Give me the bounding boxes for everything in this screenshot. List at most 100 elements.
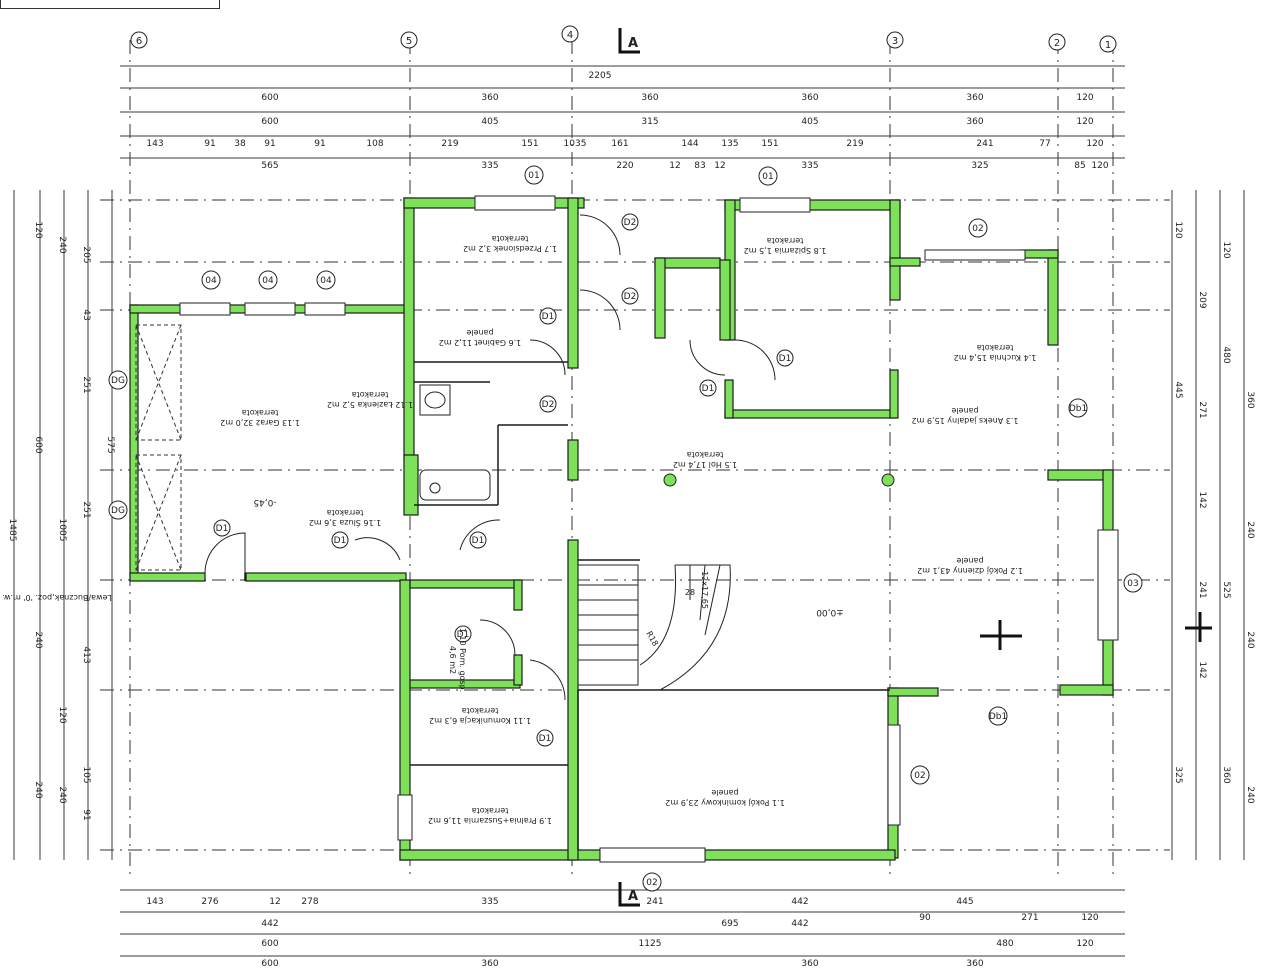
staircase: [577, 564, 731, 691]
svg-text:03: 03: [1127, 579, 1138, 589]
room-label-1.8: 1.8 Spiżarnia 1,5 m2 terrakota: [744, 236, 827, 255]
svg-text:442: 442: [791, 919, 808, 929]
svg-text:142: 142: [1197, 661, 1207, 678]
svg-text:1485: 1485: [7, 519, 17, 542]
svg-text:D2: D2: [624, 292, 637, 302]
tag-o2-bottom: 02: [642, 872, 662, 892]
svg-text:120: 120: [57, 706, 67, 723]
svg-text:1.4 Kuchnia 15,4 m2: 1.4 Kuchnia 15,4 m2: [954, 353, 1037, 362]
stair-spec: 12x17,65 28 R18: [644, 571, 709, 648]
svg-text:335: 335: [481, 897, 498, 907]
room-label-1.6: 1.6 Gabinet 11,2 m2 panele: [439, 328, 522, 347]
svg-text:12: 12: [269, 897, 280, 907]
svg-text:1.11 Komunikacja 6,3 m2: 1.11 Komunikacja 6,3 m2: [429, 716, 531, 725]
svg-text:600: 600: [261, 959, 278, 969]
svg-text:575: 575: [105, 436, 115, 453]
svg-text:219: 219: [846, 139, 863, 149]
svg-text:335: 335: [481, 161, 498, 171]
svg-text:02: 02: [646, 878, 657, 888]
svg-text:1.3 Aneks jadalny 15,9 m2: 1.3 Aneks jadalny 15,9 m2: [911, 416, 1018, 425]
svg-text:Db1: Db1: [989, 712, 1007, 722]
room-label-1.9: 1.9 Pralnia+Suszarnia 11,6 m2 terrakota: [428, 806, 552, 825]
svg-text:1: 1: [1105, 40, 1111, 51]
svg-text:278: 278: [301, 897, 318, 907]
svg-text:120: 120: [1086, 139, 1103, 149]
svg-text:241: 241: [646, 897, 663, 907]
svg-text:325: 325: [1173, 766, 1183, 783]
svg-text:240: 240: [1245, 521, 1255, 538]
tag-d1-spiz: D1: [699, 379, 717, 397]
section-label-bottom: A: [628, 889, 638, 904]
svg-text:695: 695: [721, 919, 738, 929]
svg-text:4,6 m2: 4,6 m2: [448, 646, 457, 674]
tag-d1-sluza: D1: [331, 531, 349, 549]
svg-text:panele: panele: [951, 406, 978, 415]
svg-text:D1: D1: [216, 524, 229, 534]
svg-text:terrakota: terrakota: [352, 390, 389, 399]
svg-text:02: 02: [914, 771, 925, 781]
garage-door-symbol: [135, 324, 182, 571]
room-label-1.1: 1.1 Pokój kominkowy 23,9 m2 panele: [665, 788, 784, 808]
svg-text:525: 525: [1221, 581, 1231, 598]
svg-text:251: 251: [81, 501, 91, 518]
svg-text:D1: D1: [779, 354, 792, 364]
dimension-lines: [13, 65, 1245, 957]
level-marks: ±0,00 -0,45: [253, 497, 843, 617]
svg-text:1.16 Śluza 3,6 m2: 1.16 Śluza 3,6 m2: [309, 518, 382, 529]
svg-text:600: 600: [261, 93, 278, 103]
partitions: [244, 361, 890, 850]
svg-text:271: 271: [1021, 913, 1038, 923]
svg-text:D1: D1: [542, 312, 555, 322]
svg-text:325: 325: [971, 161, 988, 171]
svg-text:4: 4: [567, 30, 573, 41]
svg-text:240: 240: [57, 236, 67, 253]
svg-text:143: 143: [146, 897, 163, 907]
svg-text:600: 600: [261, 117, 278, 127]
svg-text:terrakota: terrakota: [492, 234, 529, 243]
svg-text:panele: panele: [711, 788, 738, 797]
tag-o4-c: 04: [316, 270, 336, 290]
svg-text:04: 04: [320, 276, 332, 286]
svg-text:77: 77: [1039, 139, 1050, 149]
tag-o2-right: 02: [910, 765, 930, 785]
window-openings: [179, 195, 1119, 863]
svg-text:D2: D2: [542, 400, 555, 410]
axis-bubbles: 6 5 4 3 2 1: [130, 25, 1117, 53]
svg-text:1.13 Garaż 32,0 m2: 1.13 Garaż 32,0 m2: [220, 418, 300, 427]
room-label-1.4: 1.4 Kuchnia 15,4 m2 terrakota: [954, 343, 1037, 362]
svg-text:360: 360: [801, 959, 818, 969]
tag-dg-b: DG: [108, 500, 128, 520]
axis-bubble-6: 6: [130, 31, 148, 49]
svg-text:360: 360: [966, 117, 983, 127]
svg-text:1035: 1035: [564, 139, 587, 149]
opening-tags: D1 D1 D1 D1 D1 D1 D1 D1 D2 D2 D2 01 01 0…: [108, 165, 1143, 892]
svg-text:405: 405: [801, 117, 818, 127]
svg-text:241: 241: [1197, 581, 1207, 598]
title-stamp: [0, 0, 220, 9]
svg-text:2205: 2205: [589, 71, 612, 81]
svg-text:120: 120: [33, 221, 43, 238]
svg-text:144: 144: [681, 139, 698, 149]
tag-o4-a: 04: [201, 270, 221, 290]
dimension-texts: 2205 600 360 360 360 360 120 600 405 315…: [146, 71, 1108, 969]
room-label-1.13: 1.13 Garaż 32,0 m2 terrakota: [220, 408, 300, 427]
svg-text:442: 442: [791, 897, 808, 907]
svg-text:480: 480: [1221, 346, 1231, 363]
tag-d1-hol: D1: [469, 531, 487, 549]
axis-bubble-4: 4: [561, 25, 579, 43]
room-label-1.10: 1.10 Pom. gosp. 4,6 m2: [448, 628, 467, 692]
svg-text:120: 120: [1076, 93, 1093, 103]
svg-text:90: 90: [919, 913, 931, 923]
vertical-dimension-texts: 1485 600 1005 413 240 120 240 205 43 251…: [7, 221, 1255, 820]
svg-text:panele: panele: [466, 328, 493, 337]
svg-text:135: 135: [721, 139, 738, 149]
svg-text:120: 120: [1173, 221, 1183, 238]
svg-text:12: 12: [669, 161, 680, 171]
tag-d1-komun: D1: [536, 729, 554, 747]
room-label-1.12: 1.12 Łazienka 5,2 m2 terrakota: [327, 390, 413, 409]
svg-text:2: 2: [1054, 38, 1060, 49]
svg-text:1.5 Hol 17,4 m2: 1.5 Hol 17,4 m2: [673, 460, 737, 469]
svg-text:terrakota: terrakota: [767, 236, 804, 245]
axis-bubble-1: 1: [1099, 35, 1117, 53]
svg-text:240: 240: [1245, 786, 1255, 803]
